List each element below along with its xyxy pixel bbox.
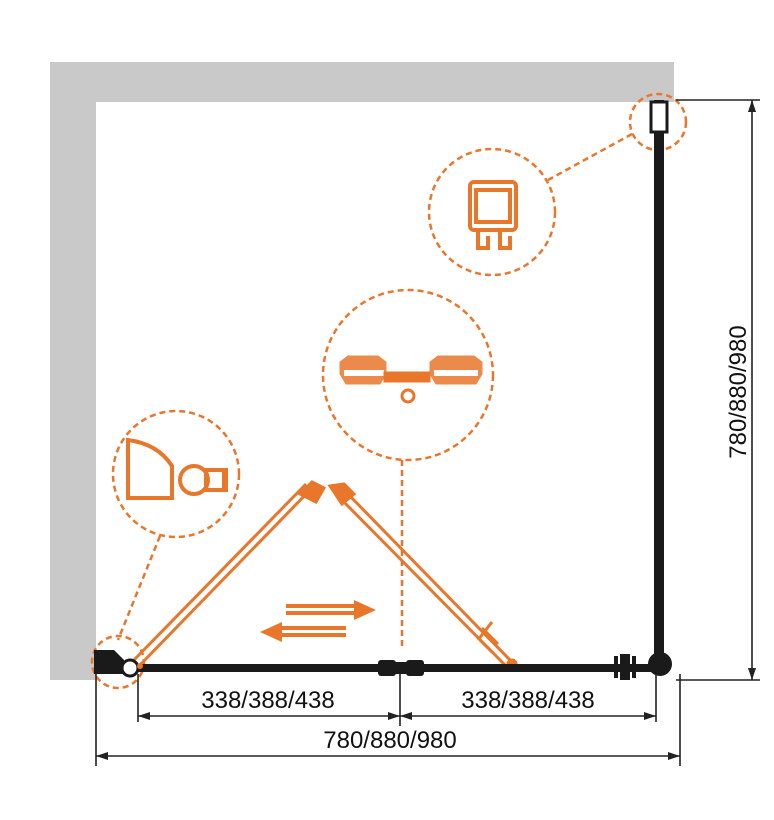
wall-profile-detail bbox=[427, 92, 688, 277]
dimension-lines bbox=[95, 99, 760, 766]
overall-height-label: 780/880/980 bbox=[725, 325, 752, 458]
door-swing-paths bbox=[132, 480, 518, 670]
center-handle bbox=[378, 660, 424, 676]
enclosure-frame bbox=[94, 100, 672, 680]
wall-profile-icon bbox=[468, 180, 518, 250]
sliding-arrow-right-icon bbox=[286, 600, 376, 620]
hinge-icon bbox=[126, 437, 228, 500]
panel-right-width-label: 338/388/438 bbox=[461, 687, 594, 714]
corner-bracket bbox=[614, 654, 636, 680]
center-joint-detail bbox=[321, 288, 495, 650]
wall bbox=[50, 62, 674, 680]
overall-width-label: 780/880/980 bbox=[323, 727, 456, 754]
left-hinge bbox=[94, 650, 143, 678]
magnetic-seal-icon bbox=[339, 355, 483, 404]
sliding-arrow-left-icon bbox=[260, 622, 346, 642]
hinge-detail bbox=[90, 409, 241, 690]
panel-left-width-label: 338/388/438 bbox=[201, 687, 334, 714]
